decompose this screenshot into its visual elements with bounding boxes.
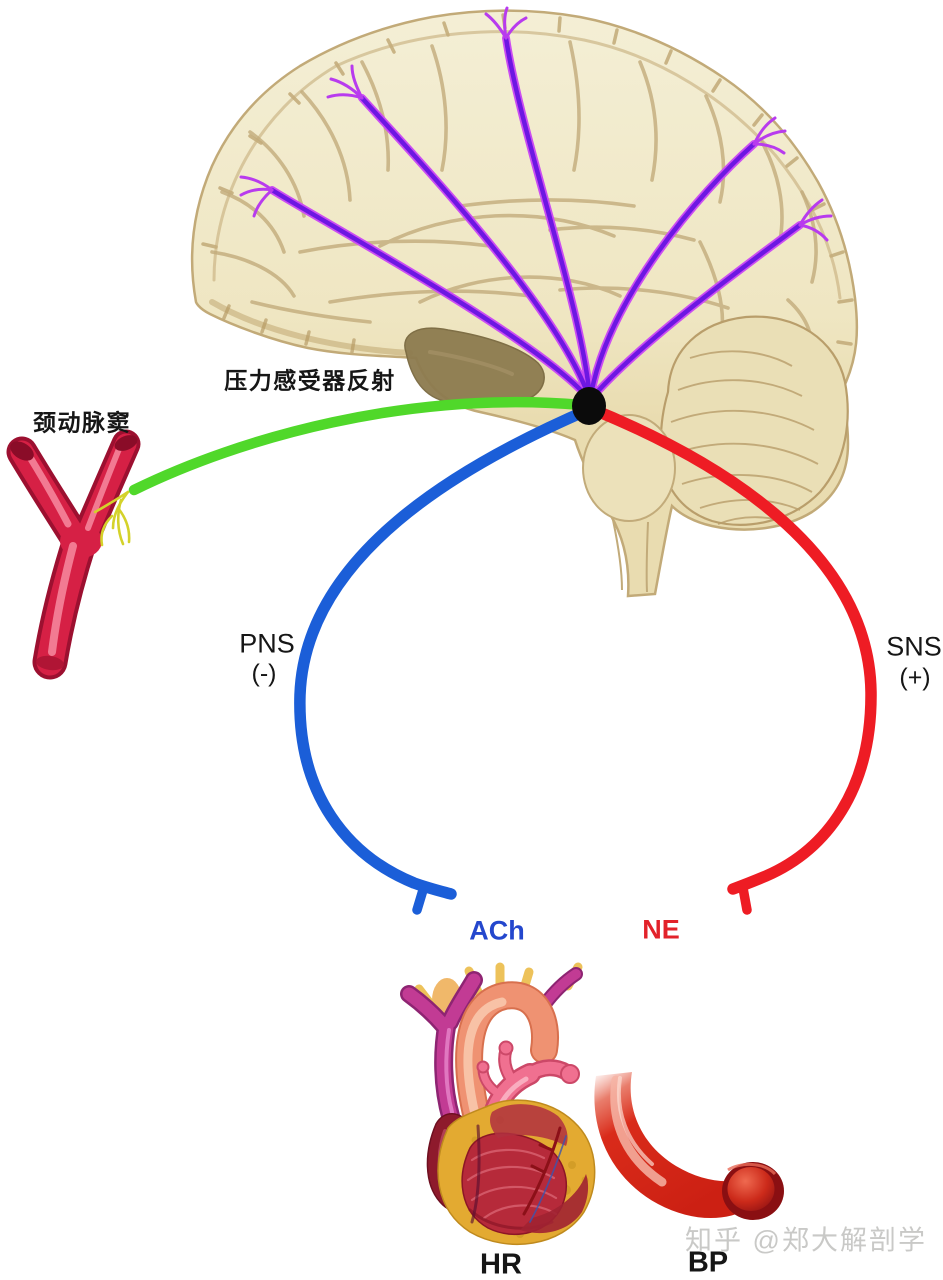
carotid-sinus-label: 颈动脉窦 [33,409,131,436]
baroreceptor-reflex-label: 压力感受器反射 [224,367,396,394]
brainstem-node-dot [572,387,606,425]
pns-nerve-terminal [412,885,428,915]
hr-label: HR [480,1248,522,1280]
sns-label: SNS [886,631,942,662]
brain-midbrain-shadow [404,327,545,407]
brain-sagittal-illustration [190,9,859,598]
blood-vessel-illustration [594,1072,784,1220]
medulla-line-left [612,519,623,591]
brain-underside-shadow [209,299,413,356]
watermark-text: 知乎 @郑大解剖学 [685,1225,927,1256]
ach-label: ACh [469,915,525,946]
central-nerve-fibers [239,6,833,404]
brain-midbrain-texture [428,350,514,376]
ne-label: NE [642,914,680,945]
bp-label: BP [687,1246,729,1279]
sns-red-curve [586,403,877,915]
fiber-tip-branches [239,6,833,242]
carotid-sinus-nerve-twigs [93,490,131,547]
pns-sign-label: (-) [251,659,277,688]
sns-sign-label: (+) [899,663,931,692]
pns-label: PNS [239,628,295,659]
vessel-lumen [727,1167,775,1211]
medulla-line-right [645,521,649,593]
sns-nerve-terminal [738,883,752,915]
pns-blue-curve [294,403,596,915]
carotid-bifurcation-illustration [6,429,141,680]
afferent-green-curve [128,396,588,496]
heart-illustration [400,962,596,1245]
